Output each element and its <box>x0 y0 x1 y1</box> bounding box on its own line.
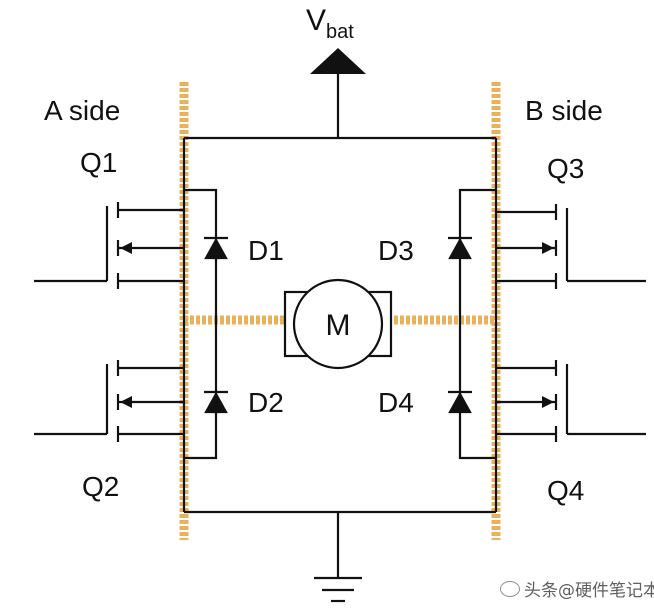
q2-arrow-icon <box>120 396 132 408</box>
q2-label: Q2 <box>82 471 119 502</box>
d3-label: D3 <box>378 235 414 266</box>
b-side-label: B side <box>525 95 603 126</box>
motor-icon <box>283 278 393 370</box>
a-side-label: A side <box>44 95 120 126</box>
q4-mosfet-icon <box>496 360 646 442</box>
d4-diode-icon <box>448 390 472 414</box>
wires <box>34 72 646 603</box>
mosfet-arrows <box>120 242 554 408</box>
q1-mosfet-icon <box>34 202 184 289</box>
d1-diode-icon <box>204 236 228 260</box>
watermark-logo-icon <box>500 581 520 597</box>
supply-label: Vbat <box>306 4 354 43</box>
motor-label: M <box>326 309 351 342</box>
q3-label: Q3 <box>547 153 584 184</box>
d1-d2-loop <box>184 188 218 460</box>
q3-mosfet-icon <box>496 204 646 289</box>
d3-diode-icon <box>448 236 472 260</box>
supply-arrow-icon <box>310 48 366 74</box>
q1-arrow-icon <box>120 242 132 254</box>
q2-mosfet-icon <box>34 360 184 442</box>
watermark-text: 头条@硬件笔记本 <box>524 581 654 601</box>
q4-label: Q4 <box>547 475 584 506</box>
diodes <box>204 236 472 414</box>
d4-label: D4 <box>378 387 414 418</box>
d3-d4-loop <box>458 188 496 460</box>
d1-label: D1 <box>248 235 284 266</box>
ground-icon <box>314 576 362 603</box>
q1-label: Q1 <box>80 147 117 178</box>
q4-arrow-icon <box>542 396 554 408</box>
watermark: 头条@硬件笔记本 <box>500 576 654 601</box>
q3-arrow-icon <box>542 242 554 254</box>
d2-label: D2 <box>248 387 284 418</box>
d2-diode-icon <box>204 390 228 414</box>
